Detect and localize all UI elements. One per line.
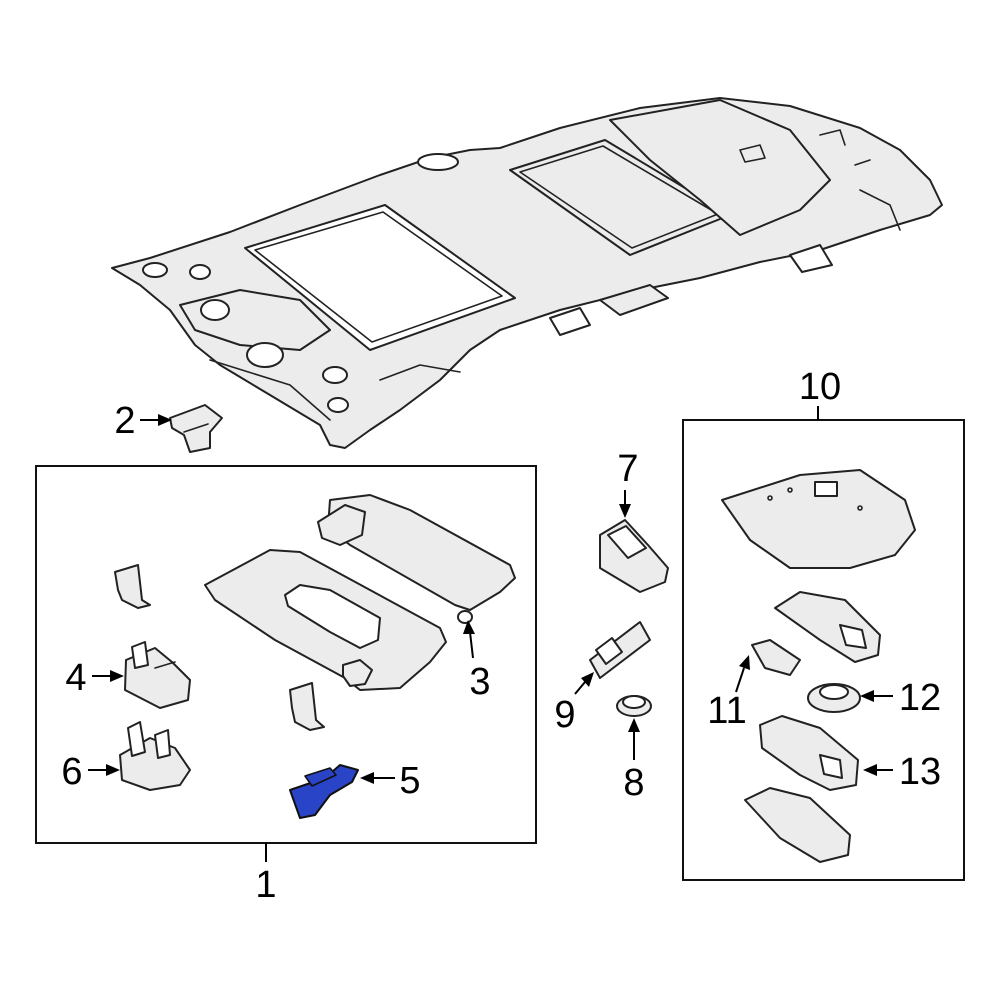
callout-leaders [88, 406, 893, 862]
sun-visor-group-frame [35, 465, 537, 844]
part-3-sun-visor [204, 494, 516, 691]
callout-6: 6 [61, 751, 82, 793]
callout-7: 7 [617, 448, 638, 490]
part-11-lens-cover [751, 639, 801, 676]
callout-12: 12 [899, 677, 941, 719]
callout-11: 11 [707, 690, 746, 732]
part-12-bulb-socket [807, 683, 861, 713]
callout-4: 4 [65, 657, 86, 699]
part-5-highlighted-bracket [289, 764, 359, 819]
part-4-visor-holder [124, 641, 191, 709]
callout-5: 5 [399, 760, 420, 802]
part-2-clip [169, 404, 223, 453]
callout-9: 9 [554, 694, 575, 736]
part-7-lamp-bezel [599, 519, 669, 593]
part-9-switch [589, 621, 651, 679]
callout-8: 8 [623, 762, 644, 804]
part-10-dome-lamp-housing [721, 469, 916, 569]
part-6-visor-bracket [119, 721, 191, 791]
visor-hook-lower [289, 682, 325, 731]
visor-hook-upper [114, 564, 151, 609]
part-dome-lens-upper [774, 591, 881, 663]
callout-10: 10 [799, 366, 841, 408]
callout-13: 13 [899, 751, 941, 793]
callout-2: 2 [114, 400, 135, 442]
part-13-lamp-unit [759, 715, 859, 791]
callout-1: 1 [255, 864, 276, 906]
callout-3: 3 [469, 661, 490, 703]
headliner-panel [111, 97, 943, 449]
part-8-plug [616, 695, 652, 717]
part-dome-lamp-base [744, 787, 851, 863]
